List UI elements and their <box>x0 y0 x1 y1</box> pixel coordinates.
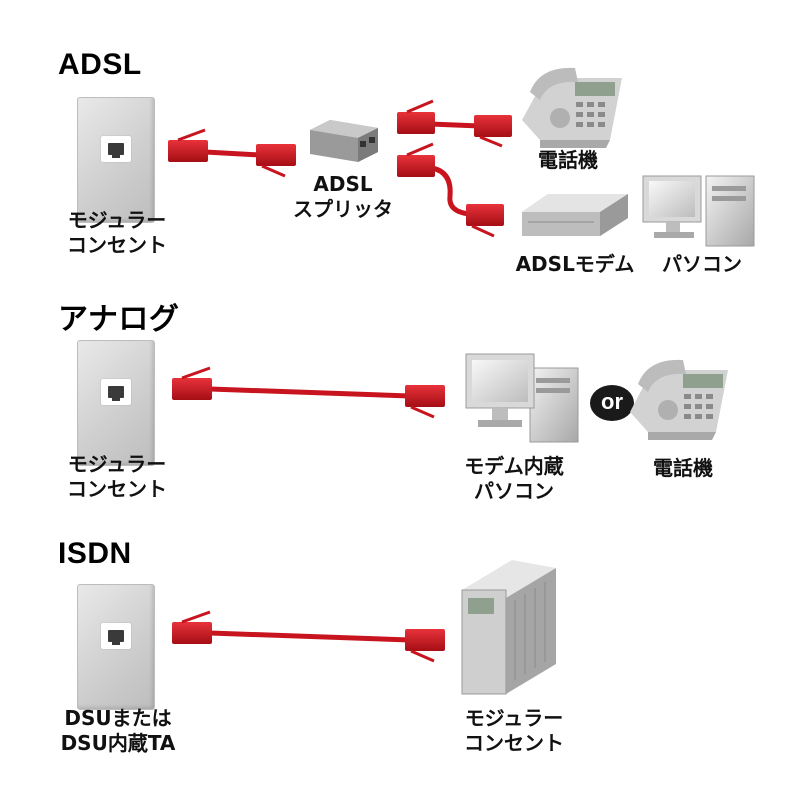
rj11-plug-icon <box>172 378 212 400</box>
analog-pc-icon <box>465 353 579 443</box>
rj11-plug-icon <box>405 629 445 651</box>
analog-modular-outlet-icon <box>77 340 155 466</box>
rj11-plug-icon <box>256 144 296 166</box>
rj11-plug-icon <box>172 622 212 644</box>
adsl-pc-label: パソコン <box>662 252 742 276</box>
analog-outlet-label-line1: モジュラー <box>67 452 167 476</box>
isdn-cable <box>172 610 445 663</box>
adsl-outlet-label: モジュラー コンセント <box>60 208 174 258</box>
adsl-splitter-label-line1: ADSL <box>313 172 373 196</box>
adsl-telephone-icon <box>522 67 622 148</box>
adsl-heading: ADSL <box>58 48 142 81</box>
adsl-modem-icon <box>522 194 628 236</box>
analog-pc-label-line1: モデム内蔵 <box>464 454 564 478</box>
adsl-splitter-icon <box>310 120 378 162</box>
adsl-modem-label: ADSLモデム <box>515 252 635 276</box>
adsl-cable-outlet-splitter <box>168 128 296 178</box>
isdn-device-label-line2: DSU内蔵TA <box>60 731 176 755</box>
or-text: or <box>601 389 623 414</box>
analog-outlet-label-line2: コンセント <box>67 477 167 501</box>
analog-phone-label: 電話機 <box>653 456 713 480</box>
adsl-pc-icon <box>642 175 755 247</box>
isdn-heading: ISDN <box>58 537 132 570</box>
server-tower-icon <box>461 560 556 695</box>
analog-outlet-label: モジュラー コンセント <box>60 452 174 502</box>
or-badge <box>590 385 634 421</box>
adsl-cable-splitter-phone <box>397 99 512 148</box>
adsl-splitter-label: ADSL スプリッタ <box>280 172 406 222</box>
adsl-phone-label: 電話機 <box>538 148 598 172</box>
analog-pc-label-line2: パソコン <box>474 479 554 503</box>
rj11-plug-icon <box>405 385 445 407</box>
isdn-outlet-icon <box>77 584 155 710</box>
rj11-plug-icon <box>168 140 208 162</box>
analog-cable <box>172 366 445 419</box>
adsl-outlet-label-line2: コンセント <box>67 233 167 257</box>
isdn-device-label: DSUまたは DSU内蔵TA <box>44 706 192 756</box>
adsl-cable-splitter-modem <box>397 142 504 238</box>
adsl-outlet-label-line1: モジュラー <box>67 208 167 232</box>
analog-heading: アナログ <box>58 303 180 336</box>
isdn-outlet-label-line2: コンセント <box>464 731 564 755</box>
isdn-device-label-line1: DSUまたは <box>64 706 172 730</box>
isdn-outlet-label-line1: モジュラー <box>464 706 564 730</box>
isdn-outlet-label: モジュラー コンセント <box>452 706 576 756</box>
analog-pc-label: モデム内蔵 パソコン <box>452 454 576 504</box>
adsl-splitter-label-line2: スプリッタ <box>293 197 393 221</box>
analog-telephone-icon <box>630 359 728 440</box>
adsl-modular-outlet-icon <box>77 97 155 223</box>
